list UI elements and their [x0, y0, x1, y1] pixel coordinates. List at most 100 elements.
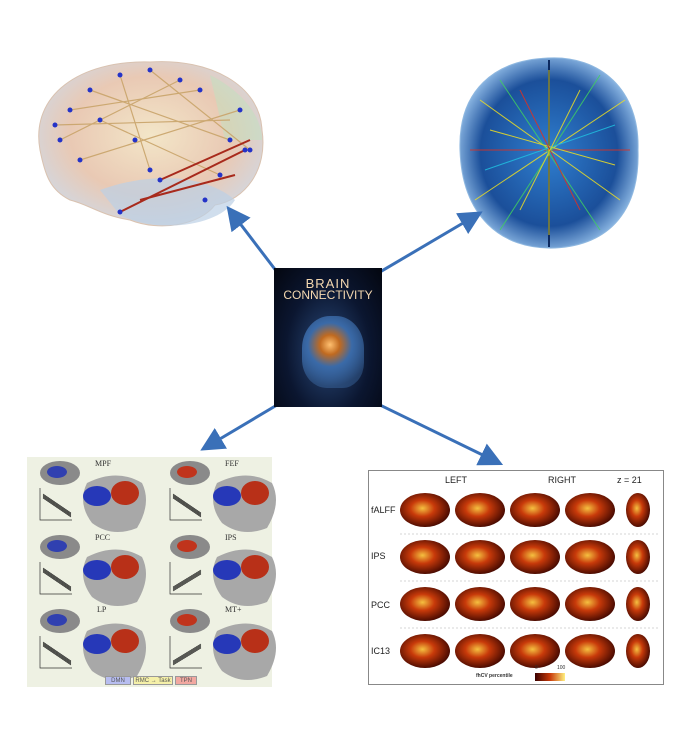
regression-line: [42, 645, 72, 666]
cortical-surface-map: [400, 587, 450, 621]
regression-line: [172, 644, 202, 663]
cortical-surface-map: [510, 493, 560, 527]
regression-line: [42, 493, 72, 514]
regression-line: [172, 646, 202, 665]
dmn-region: [213, 486, 241, 506]
regression-line: [42, 641, 72, 662]
regression-line: [172, 493, 202, 514]
tpn-region: [241, 555, 269, 579]
regression-line: [42, 570, 72, 591]
legend-tpn: TPN: [175, 676, 197, 685]
cortical-surface-map: [455, 634, 505, 668]
arrow-to-left-panel: [200, 403, 278, 451]
activation-blob: [177, 614, 197, 626]
cortical-surface-map: [565, 587, 615, 621]
regression-line: [42, 496, 72, 517]
regression-line: [42, 497, 72, 518]
dmn-region: [213, 560, 241, 580]
cortical-surface-map: [455, 493, 505, 527]
regression-line: [172, 647, 202, 666]
regression-line: [42, 568, 72, 589]
arrow-to-tractography: [379, 211, 483, 274]
cortical-surface-map: [510, 540, 560, 574]
column-label-right: RIGHT: [548, 475, 576, 485]
activation-blob: [177, 466, 197, 478]
axial-slice-map: [626, 587, 650, 621]
arrow-to-right-panel: [379, 403, 504, 466]
cortical-surface-map: [565, 634, 615, 668]
tpn-region: [241, 481, 269, 505]
journal-cover: BRAIN CONNECTIVITY: [274, 268, 382, 407]
row-label-falff: fALFF: [371, 505, 396, 515]
regression-line: [172, 572, 202, 591]
axial-slice-map: [626, 540, 650, 574]
regression-line: [42, 495, 72, 516]
cortical-surface-map: [510, 587, 560, 621]
regression-line: [172, 645, 202, 664]
regression-line: [172, 573, 202, 592]
activation-blob: [47, 614, 67, 626]
cortical-surface-map: [400, 634, 450, 668]
regression-line: [42, 567, 72, 588]
tpn-region: [111, 481, 139, 505]
connection-arrows: [200, 205, 504, 466]
regression-line: [172, 571, 202, 590]
dmn-region: [83, 560, 111, 580]
scatter-axes: [169, 636, 202, 669]
scatter-axes: [39, 636, 72, 669]
colorbar: [535, 673, 565, 681]
row-label-ic13: IC13: [371, 646, 391, 656]
activation-blob: [47, 540, 67, 552]
region-label-mpf: MPF: [95, 459, 112, 468]
region-label-pcc: PCC: [95, 533, 111, 542]
region-label-mt: MT+: [225, 605, 242, 614]
regression-line: [42, 571, 72, 592]
colorbar-max: 100: [557, 665, 566, 671]
row-label-ips: IPS: [371, 551, 386, 561]
dmn-region: [83, 634, 111, 654]
slice-label: z = 21: [617, 475, 642, 485]
regression-line: [172, 570, 202, 589]
colorbar-label: fhCV percentile: [476, 673, 513, 679]
legend-rmc-task: RMC → Task: [133, 676, 173, 685]
activation-blob: [177, 540, 197, 552]
scatter-axes: [169, 562, 202, 595]
tpn-region: [111, 555, 139, 579]
scatter-axes: [39, 562, 72, 595]
region-label-ips: IPS: [225, 533, 237, 542]
colorbar-min: 0: [535, 665, 538, 671]
cortical-surface-map: [510, 634, 560, 668]
cortical-surface-map: [455, 540, 505, 574]
regression-line: [42, 569, 72, 590]
regression-line: [172, 495, 202, 516]
tpn-region: [241, 629, 269, 653]
legend-dmn: DMN: [105, 676, 131, 685]
arrow-to-network-brain: [226, 205, 279, 273]
axial-slice-map: [626, 493, 650, 527]
cortical-surface-map: [455, 587, 505, 621]
cortical-surface-map: [565, 540, 615, 574]
row-label-pcc: PCC: [371, 600, 391, 610]
lateral-brain-network: [38, 61, 264, 227]
regression-line: [172, 643, 202, 662]
head-silhouette: [302, 316, 364, 388]
region-label-fef: FEF: [225, 459, 239, 468]
activation-blob: [47, 466, 67, 478]
regression-line: [172, 569, 202, 588]
dmn-region: [83, 486, 111, 506]
cortical-surface-map: [400, 493, 450, 527]
regression-line: [172, 496, 202, 517]
tractography-brain-top-view: [459, 57, 639, 249]
regression-line: [172, 497, 202, 518]
regression-line: [172, 494, 202, 515]
region-label-lp: LP: [97, 605, 107, 614]
column-label-left: LEFT: [445, 475, 468, 485]
regression-line: [42, 494, 72, 515]
cortical-surface-map: [565, 493, 615, 527]
cortical-surface-map: [400, 540, 450, 574]
regression-line: [42, 644, 72, 665]
scatter-axes: [169, 488, 202, 521]
